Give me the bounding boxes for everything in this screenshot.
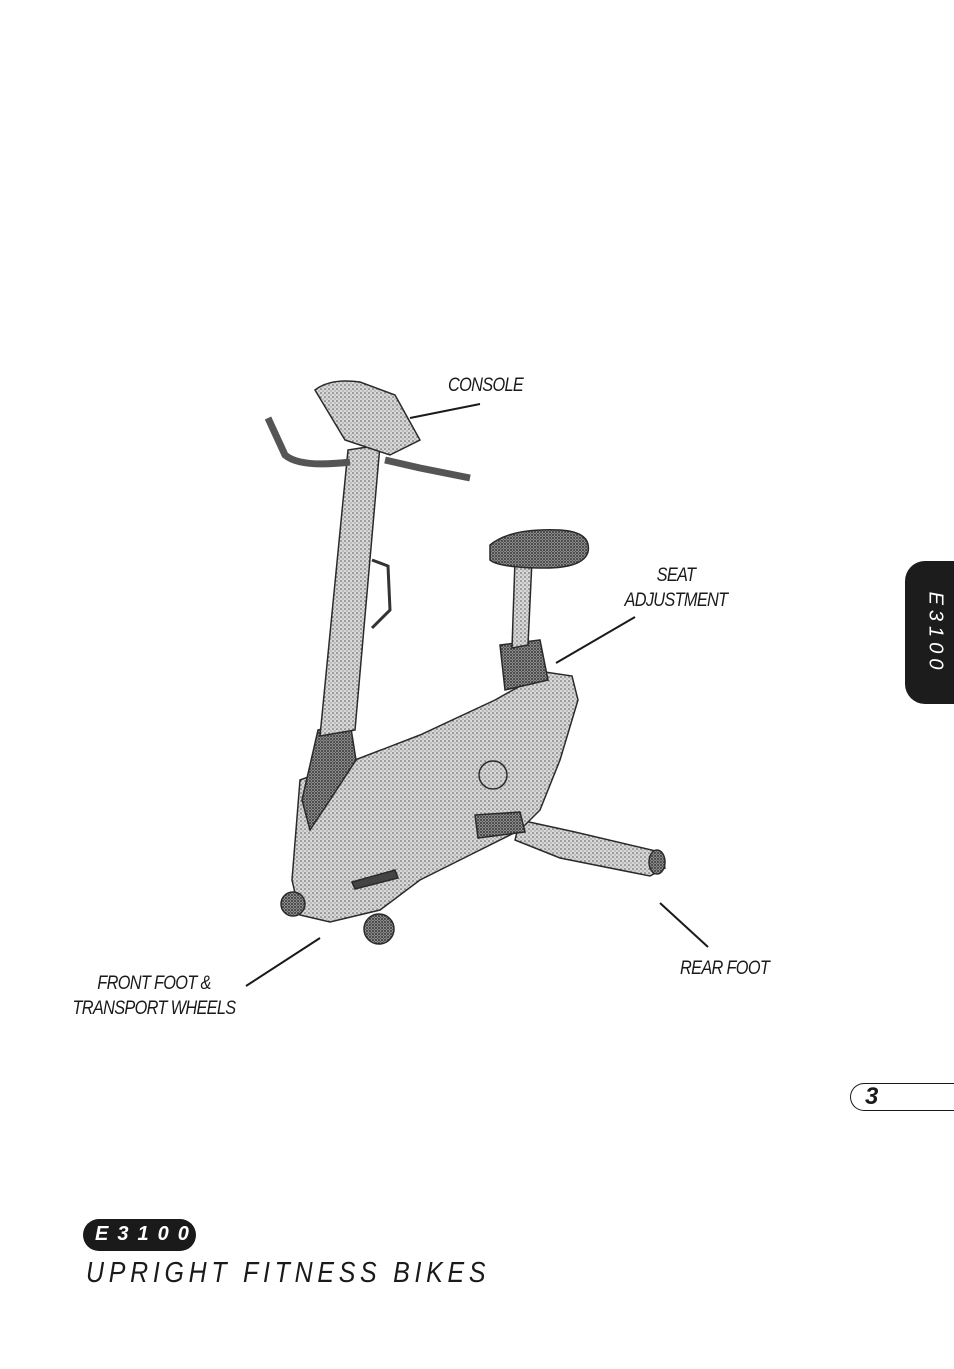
- console-label-text: CONSOLE: [448, 375, 524, 396]
- side-section-tab: E3100: [905, 561, 954, 704]
- front-label-line1: FRONT FOOT &: [97, 973, 211, 994]
- model-badge: E3100: [83, 1219, 196, 1251]
- transport-wheel-right: [363, 913, 395, 945]
- pedal-crank: [474, 811, 526, 839]
- seat-label-line2: ADJUSTMENT: [624, 590, 729, 611]
- page-number: 3: [865, 1083, 879, 1110]
- side-tab-label: E3100: [924, 591, 947, 674]
- rear-foot-bar: [514, 819, 666, 877]
- logo-plate: [350, 869, 399, 890]
- seat: [489, 529, 590, 569]
- bottle-cage: [370, 558, 392, 630]
- page-number-tab: 3: [850, 1083, 954, 1111]
- product-title: UPRIGHT FITNESS BIKES: [86, 1257, 491, 1289]
- console-label: CONSOLE: [448, 373, 524, 398]
- seat-post: [511, 559, 533, 649]
- leader-lines: [245, 403, 709, 987]
- front-column: [319, 444, 381, 737]
- rear-foot-label: REAR FOOT: [680, 956, 770, 981]
- console: [314, 380, 422, 456]
- transport-wheel-left: [280, 891, 306, 917]
- front-leader: [245, 937, 321, 987]
- seat-label-line1: SEAT: [656, 565, 696, 586]
- body-shroud: [291, 671, 579, 923]
- rear-label-text: REAR FOOT: [680, 958, 770, 979]
- console-leader: [409, 403, 481, 419]
- rear-leader: [659, 902, 709, 948]
- front-foot-label: FRONT FOOT & TRANSPORT WHEELS: [56, 971, 252, 1021]
- bike-drawing: [264, 380, 666, 945]
- front-label-line2: TRANSPORT WHEELS: [72, 998, 236, 1019]
- handlebar-right: [384, 456, 471, 482]
- handlebar-left: [264, 416, 351, 468]
- flywheel-hub: [478, 760, 508, 790]
- seat-leader: [555, 616, 636, 664]
- seat-adjustment-label: SEAT ADJUSTMENT: [621, 563, 731, 613]
- model-badge-text: E3100: [95, 1223, 198, 1245]
